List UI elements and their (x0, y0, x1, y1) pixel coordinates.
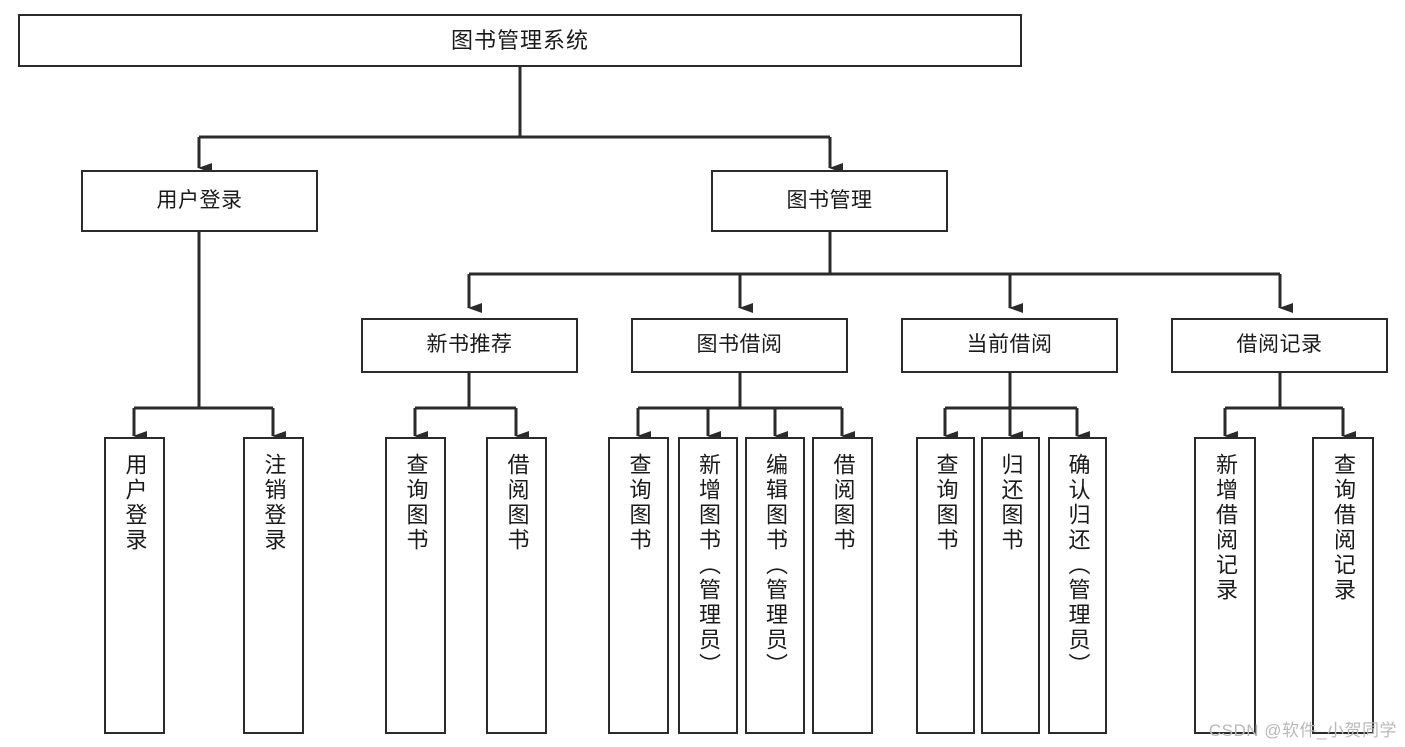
node-label: 借阅图书 (830, 453, 856, 553)
node-label: 查询图书 (626, 453, 652, 553)
node-book-borrowing[interactable]: 图书借阅 (631, 318, 848, 373)
node-label: 确认归还（管理员） (1065, 453, 1091, 678)
node-label: 用户登录 (156, 188, 243, 212)
node-label: 新增图书（管理员） (696, 453, 721, 678)
node-label: 新增借阅记录 (1213, 453, 1238, 603)
node-book-management[interactable]: 图书管理 (711, 170, 948, 232)
node-root-book-management-system[interactable]: 图书管理系统 (18, 14, 1022, 67)
node-label: 查询借阅记录 (1331, 453, 1356, 603)
node-label: 图书管理 (786, 188, 873, 212)
node-label: 借阅图书 (504, 453, 530, 553)
leaf-add-borrow-record[interactable]: 新增借阅记录 (1194, 437, 1256, 734)
leaf-borrow-book-recommend[interactable]: 借阅图书 (486, 437, 547, 734)
node-label: 图书管理系统 (450, 27, 589, 53)
leaf-query-borrow-record[interactable]: 查询借阅记录 (1312, 437, 1374, 734)
leaf-add-book-admin[interactable]: 新增图书（管理员） (678, 437, 738, 734)
node-label: 新书推荐 (426, 333, 513, 357)
leaf-query-book-borrow[interactable]: 查询图书 (608, 437, 669, 734)
node-label: 归还图书 (998, 453, 1024, 553)
node-label: 用户登录 (122, 453, 148, 553)
leaf-user-login[interactable]: 用户登录 (104, 437, 165, 734)
node-label: 注销登录 (261, 453, 287, 553)
leaf-return-book[interactable]: 归还图书 (981, 437, 1040, 734)
node-current-borrowing[interactable]: 当前借阅 (901, 318, 1118, 373)
node-label: 当前借阅 (966, 333, 1053, 357)
node-new-book-recommendation[interactable]: 新书推荐 (361, 318, 578, 373)
node-label: 查询图书 (403, 453, 429, 553)
leaf-confirm-return-admin[interactable]: 确认归还（管理员） (1048, 437, 1107, 734)
node-label: 编辑图书（管理员） (763, 453, 788, 678)
leaf-query-book-current[interactable]: 查询图书 (916, 437, 975, 734)
leaf-logout[interactable]: 注销登录 (243, 437, 304, 734)
leaf-edit-book-admin[interactable]: 编辑图书（管理员） (745, 437, 805, 734)
node-borrow-records[interactable]: 借阅记录 (1171, 318, 1388, 373)
node-label: 查询图书 (933, 453, 959, 553)
node-user-login[interactable]: 用户登录 (81, 170, 318, 232)
leaf-query-book-recommend[interactable]: 查询图书 (385, 437, 446, 734)
leaf-borrow-book[interactable]: 借阅图书 (812, 437, 873, 734)
node-label: 借阅记录 (1236, 333, 1323, 357)
node-label: 图书借阅 (696, 333, 783, 357)
